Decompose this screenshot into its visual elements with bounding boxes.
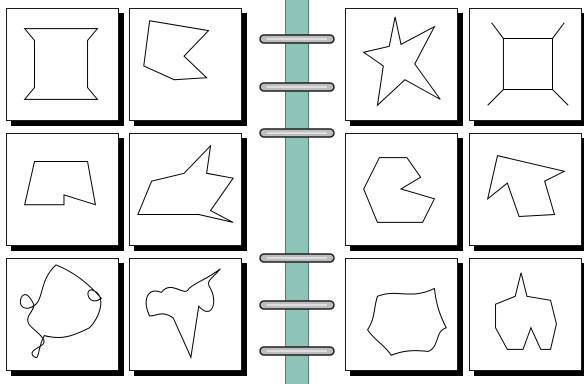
shape-card-4[interactable] [469,8,582,121]
binder-spine [285,0,309,384]
shape-card-7[interactable] [345,133,458,246]
trapezoid-notch-shape-icon [7,134,118,245]
shape-card-12[interactable] [469,258,582,371]
binder-ring-1 [259,34,335,44]
shape-card-6[interactable] [129,133,242,246]
binder-ring-3 [259,128,335,138]
hourglass-frame-shape-icon [7,9,118,120]
square-with-corner-spikes-shape-icon [470,9,581,120]
shape-card-9[interactable] [6,258,119,371]
crown-shape-icon [470,259,581,370]
ring-icon [259,346,335,356]
shape-card-3[interactable] [345,8,458,121]
binder-ring-5 [259,300,335,310]
shape-card-2[interactable] [129,8,242,121]
curvy-loop-shape-icon [7,259,118,370]
jagged-star-shape-icon [346,9,457,120]
wavy-quad-shape-icon [346,259,457,370]
curvy-bird-shape-icon [130,259,241,370]
ring-icon [259,253,335,263]
arrowhead-shape-icon [470,134,581,245]
shape-card-10[interactable] [129,258,242,371]
binder-ring-4 [259,253,335,263]
ring-icon [259,128,335,138]
shape-card-8[interactable] [469,133,582,246]
hexagon-notch-shape-icon [346,134,457,245]
ring-icon [259,82,335,92]
ring-icon [259,34,335,44]
binder-ring-2 [259,82,335,92]
binder-ring-6 [259,346,335,356]
notched-pentagon-shape-icon [130,9,241,120]
shape-card-1[interactable] [6,8,119,121]
shape-card-5[interactable] [6,133,119,246]
ring-icon [259,300,335,310]
arrow-spike-shape-icon [130,134,241,245]
shape-card-11[interactable] [345,258,458,371]
